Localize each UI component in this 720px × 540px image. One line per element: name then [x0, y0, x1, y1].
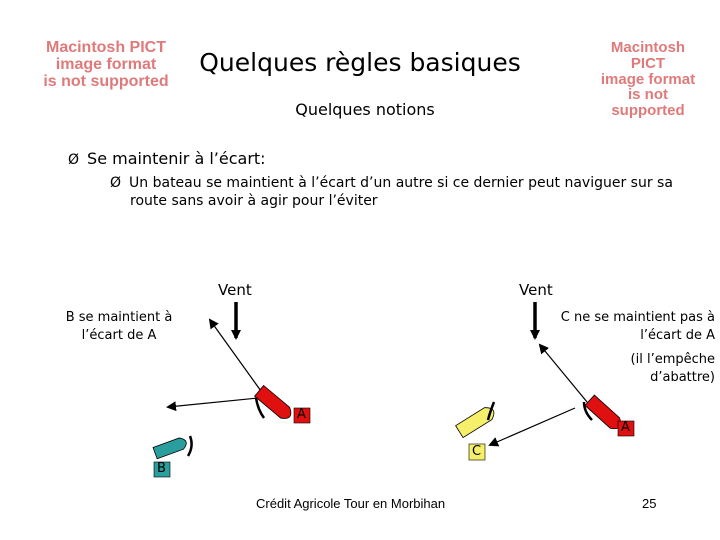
image-placeholder-left: Macintosh PICT image format is not suppo…	[36, 39, 176, 90]
note-right: (il l’empêche d’abattre)	[630, 352, 715, 385]
bullet-main-text: Se maintenir à l’écart:	[87, 149, 266, 168]
image-placeholder-left-text: Macintosh PICT image format is not suppo…	[43, 39, 169, 90]
bullet-main: Ø Se maintenir à l’écart:	[68, 149, 266, 168]
boat-label-b: B	[157, 461, 166, 476]
badge-c	[468, 443, 486, 461]
heading-line-boat-a-right	[538, 343, 593, 409]
slide-title: Quelques règles basiques	[199, 48, 521, 77]
wind-label-right: Vent	[519, 281, 553, 299]
boat-a-left	[254, 384, 292, 419]
sail-boat-a-left	[254, 397, 266, 419]
wind-label-left: Vent	[218, 281, 252, 299]
bullet-sub: Ø Un bateau se maintient à l’écart d’un a…	[110, 174, 690, 210]
sail-boat-b	[186, 435, 193, 457]
sail-boat-c	[486, 401, 496, 421]
boat-c	[455, 407, 495, 439]
page-number: 25	[642, 496, 657, 511]
badge-a-left	[293, 407, 311, 424]
boat-label-a-right: A	[621, 420, 630, 435]
bullet-sub-text: Un bateau se maintient à l’écart d’un au…	[129, 175, 673, 209]
image-placeholder-right-text: Macintosh PICT image format is not suppo…	[600, 39, 696, 119]
caption-right: C ne se maintient pas à l’écart de A	[560, 310, 715, 343]
boat-label-a-left: A	[297, 407, 306, 422]
bullet-sub-arrow-icon: Ø	[110, 175, 122, 191]
sail-boat-a-right	[582, 401, 593, 421]
image-placeholder-right: Macintosh PICT image format is not suppo…	[598, 40, 698, 119]
bullet-arrow-icon: Ø	[68, 152, 80, 168]
boat-b	[152, 437, 187, 460]
heading-line-boat-a-left	[208, 318, 267, 399]
badge-b	[153, 461, 171, 478]
caption-left: B se maintient à l’écart de A	[65, 310, 173, 343]
badge-a-right	[617, 420, 635, 437]
heading-line-boat-a-left-2	[166, 397, 259, 412]
boat-label-c: C	[472, 444, 482, 459]
slide-subtitle: Quelques notions	[295, 100, 435, 119]
footer-text: Crédit Agricole Tour en Morbihan	[256, 496, 446, 511]
heading-line-boat-a-right-2	[488, 407, 576, 447]
